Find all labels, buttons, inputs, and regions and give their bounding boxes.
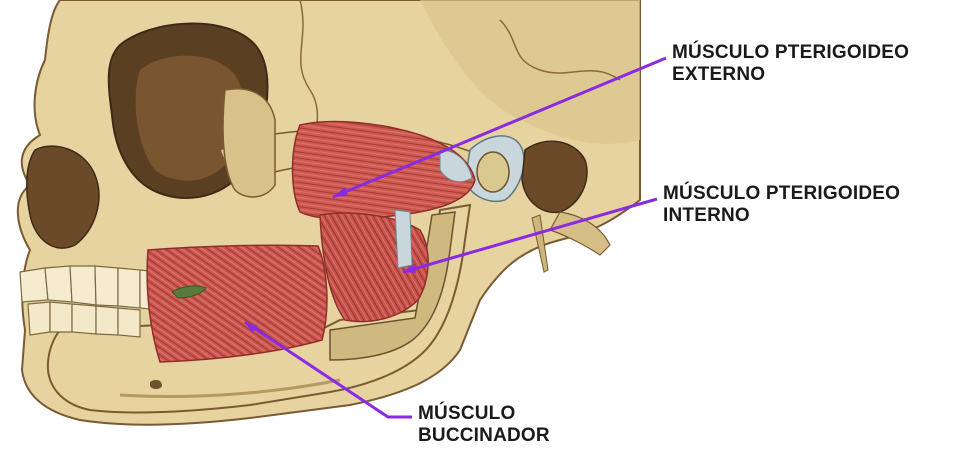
label-pterigoideo-externo-line1: MÚSCULO PTERIGOIDEO	[672, 42, 909, 64]
label-pterigoideo-interno-line2: INTERNO	[663, 205, 750, 227]
label-pterigoideo-interno-line1: MÚSCULO PTERIGOIDEO	[663, 183, 900, 205]
label-buccinador-line1: MÚSCULO	[418, 403, 515, 425]
zygoma-body	[223, 89, 275, 197]
buccinator-muscle	[147, 245, 327, 362]
label-pterigoideo-externo-line2: EXTERNO	[672, 64, 765, 86]
medial-pterygoid-ligament	[395, 210, 412, 268]
label-buccinador-line2: BUCCINADOR	[418, 425, 550, 447]
tmj-head	[477, 152, 509, 192]
